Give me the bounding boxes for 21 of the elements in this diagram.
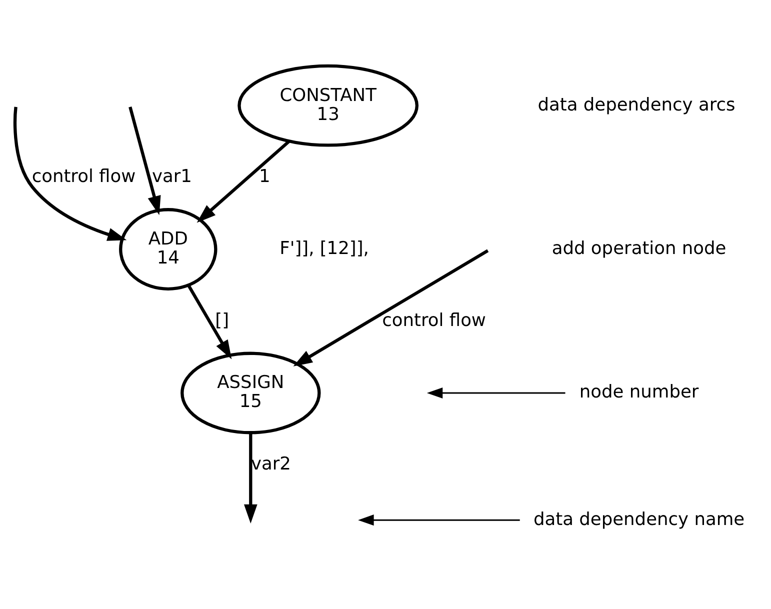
edge-label: [] bbox=[214, 310, 229, 331]
label: data dependency arcs bbox=[537, 95, 735, 116]
arrow bbox=[358, 514, 520, 526]
arrow bbox=[426, 388, 565, 399]
node-text: data dependency name bbox=[532, 510, 744, 530]
edge-label: 1 bbox=[258, 167, 270, 188]
edge-label: var1 bbox=[151, 167, 192, 188]
node-text: node number bbox=[578, 382, 698, 403]
node-ellipse: ADD 14 bbox=[118, 208, 217, 291]
edge-label: control flow bbox=[31, 167, 136, 188]
label: F']], [12]], bbox=[279, 238, 368, 259]
arrow bbox=[186, 284, 232, 360]
node-ellipse: CONSTANT 13 bbox=[237, 64, 418, 147]
arrow bbox=[128, 106, 160, 216]
arrow bbox=[243, 432, 257, 524]
label: add operation node bbox=[551, 238, 726, 259]
edge-label: var2 bbox=[250, 454, 290, 475]
edge-label: control flow bbox=[382, 310, 486, 331]
arrow bbox=[12, 106, 126, 241]
arrow bbox=[196, 140, 290, 223]
arrow bbox=[292, 249, 488, 366]
